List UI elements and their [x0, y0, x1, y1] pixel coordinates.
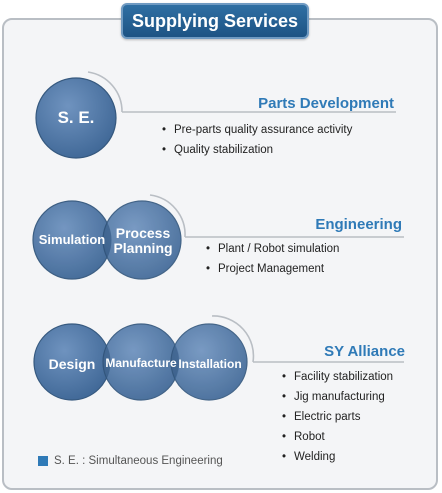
bullets-sy-alliance: •Facility stabilization •Jig manufacturi…: [282, 367, 393, 467]
circle-label-installation: Installation: [178, 356, 242, 371]
list-item: •Robot: [282, 431, 325, 443]
circle-label-manufacture: Manufacture: [105, 355, 177, 370]
list-item: •Jig manufacturing: [282, 391, 385, 403]
heading-sy-alliance: SY Alliance: [324, 343, 405, 360]
circle-overlap-design-manufacture: [102, 345, 111, 379]
circle-overlap-engineering: [102, 222, 112, 258]
legend-swatch: [38, 456, 48, 466]
circle-overlap-manufacture-installation: [170, 345, 180, 379]
list-item: •Welding: [282, 451, 336, 463]
circle-label-simulation: Simulation: [38, 232, 106, 248]
list-item: •Plant / Robot simulation: [206, 243, 340, 255]
list-item: •Electric parts: [282, 411, 361, 423]
connector-engineering: [149, 194, 404, 238]
circle-label-process-planning: Process Planning: [108, 222, 178, 260]
circle-installation: [170, 323, 248, 401]
connector-sy-alliance: [211, 315, 404, 363]
circle-process-planning: [102, 200, 182, 280]
circle-se: [35, 77, 117, 159]
circle-label-se: S. E.: [57, 108, 95, 128]
diagram-title: Supplying Services: [121, 3, 309, 39]
circle-label-design: Design: [48, 355, 96, 372]
list-item: •Pre-parts quality assurance activity: [162, 124, 353, 136]
legend-text: S. E. : Simultaneous Engineering: [54, 455, 223, 467]
connector-parts-development: [87, 71, 396, 113]
heading-parts-development: Parts Development: [258, 95, 394, 112]
bullets-parts-development: •Pre-parts quality assurance activity •Q…: [162, 120, 352, 160]
bullets-engineering: •Plant / Robot simulation •Project Manag…: [206, 239, 339, 279]
heading-engineering: Engineering: [315, 216, 402, 233]
process-planning-text: Process Planning: [113, 225, 173, 256]
legend: S. E. : Simultaneous Engineering: [38, 455, 223, 467]
list-item: •Quality stabilization: [162, 144, 274, 156]
list-item: •Facility stabilization: [282, 371, 394, 383]
list-item: •Project Management: [206, 263, 325, 275]
